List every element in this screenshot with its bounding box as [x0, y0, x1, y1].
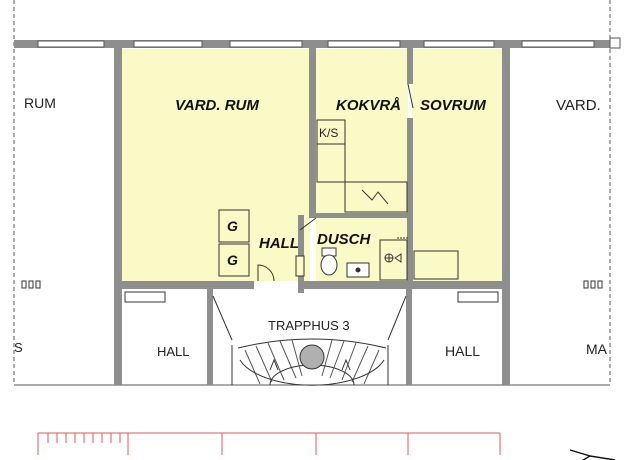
label-living-room: VARD. RUM: [175, 97, 259, 114]
top-wall: [14, 37, 621, 49]
label-stairwell: TRAPPHUS 3: [268, 318, 350, 333]
north-arrow-icon: [569, 449, 616, 460]
label-cabinet-1: G: [227, 218, 238, 234]
label-left-room: RUM: [24, 95, 56, 111]
fixtures: [124, 83, 499, 303]
label-hall-inner: HALL: [259, 235, 299, 252]
interior-walls: [114, 40, 510, 385]
hall-inner-fill: [255, 215, 298, 281]
window: [37, 40, 105, 48]
window: [423, 40, 495, 48]
window: [229, 40, 303, 48]
window: [133, 40, 203, 48]
label-right-room: VARD.: [556, 97, 601, 114]
label-left-edge-fragment: S: [14, 340, 23, 355]
stair-core: [299, 344, 325, 370]
label-fridge: K/S: [319, 126, 338, 140]
label-bedroom: SOVRUM: [420, 97, 486, 114]
room-labels: RUM VARD. RUM KOKVRÅ SOVRUM VARD. K/S HA…: [14, 95, 608, 359]
wall-markers: [21, 280, 603, 289]
label-cabinet-2: G: [227, 252, 238, 268]
dimension-lines: [37, 432, 501, 455]
label-kitchen: KOKVRÅ: [336, 97, 401, 114]
window: [327, 40, 401, 48]
label-hall-left: HALL: [157, 344, 190, 359]
bedroom-fill: [412, 49, 504, 281]
label-hall-right: HALL: [445, 343, 480, 359]
stairwell: [212, 295, 407, 386]
window: [521, 40, 595, 48]
label-shower: DUSCH: [317, 231, 372, 248]
label-right-edge-fragment: MA: [586, 341, 608, 357]
